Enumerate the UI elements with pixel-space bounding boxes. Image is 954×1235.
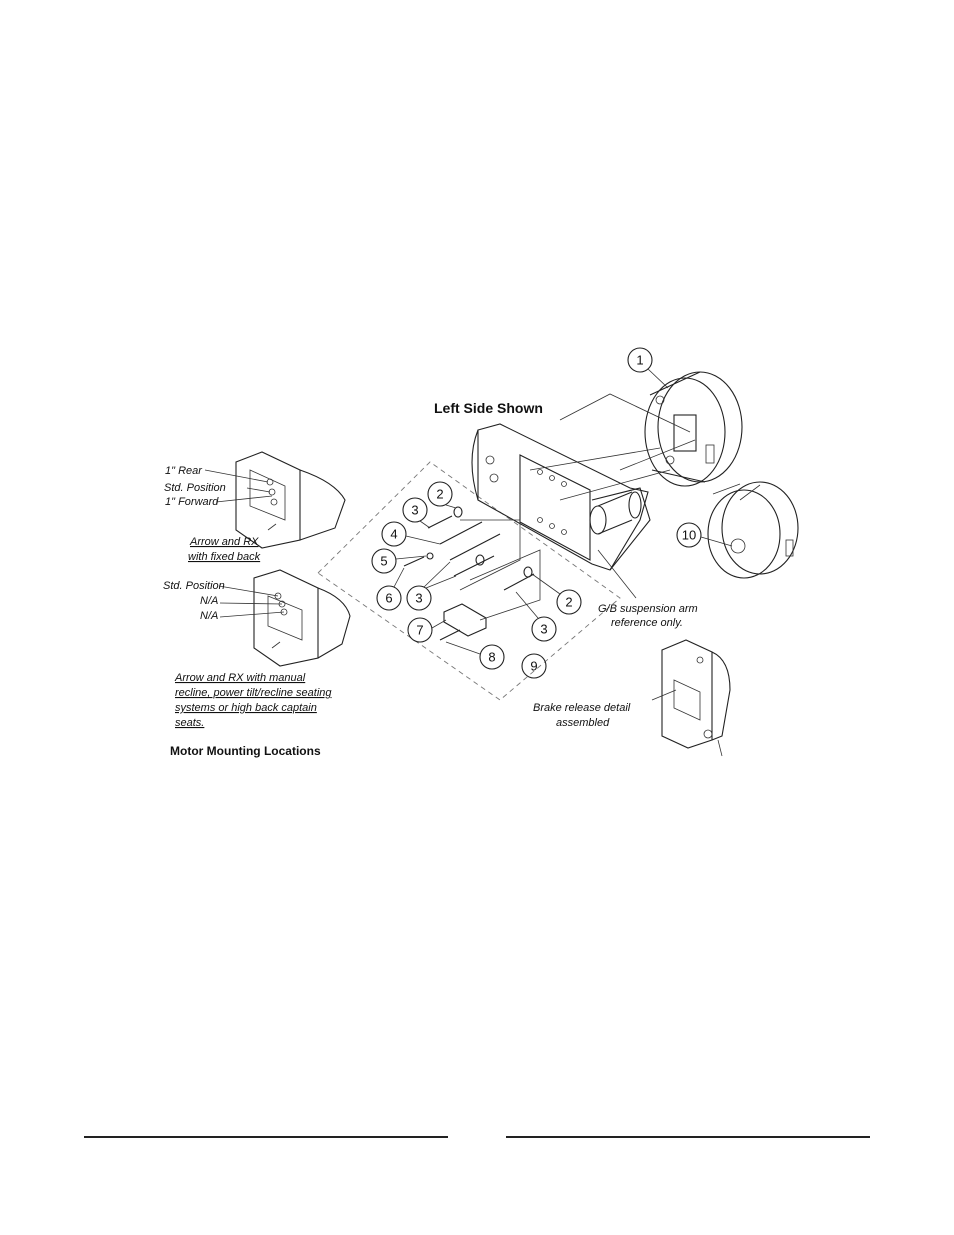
brake-note-2: assembled <box>556 717 610 729</box>
callout-10-label: 10 <box>682 528 696 543</box>
brake-note-1: Brake release detail <box>533 702 631 714</box>
recline-pos-3: N/A <box>200 610 218 622</box>
callout-10: 10 <box>676 522 733 548</box>
recline-caption-2: recline, power tilt/recline seating <box>175 687 332 699</box>
callout-2a-label: 2 <box>436 487 443 502</box>
callout-4: 4 <box>381 521 441 547</box>
fixed-back-caption-1: Arrow and RX <box>189 536 259 548</box>
footer-rule-left <box>84 1136 448 1138</box>
fixed-back-pos-2: Std. Position <box>164 482 226 494</box>
callouts: 1 2 3 4 5 6 3 <box>371 347 733 679</box>
callout-1: 1 <box>627 347 669 389</box>
recline-caption-1: Arrow and RX with manual <box>174 672 306 684</box>
brake-assembly <box>707 481 799 579</box>
motor-assembly <box>644 371 743 487</box>
callout-9: 9 <box>521 653 547 679</box>
callout-3b: 3 <box>406 561 457 611</box>
suspension-note-1: G/B suspension arm <box>598 603 698 615</box>
callout-2a: 2 <box>427 481 457 509</box>
mounting-title: Motor Mounting Locations <box>170 744 321 758</box>
callout-5-label: 5 <box>380 554 387 569</box>
callout-1-label: 1 <box>636 353 643 368</box>
fixed-back-pos-1: 1" Rear <box>165 465 203 477</box>
callout-6: 6 <box>376 567 405 611</box>
recline-caption-4: seats. <box>175 717 204 729</box>
recline-pos-1: Std. Position <box>163 580 225 592</box>
recline-pos-2: N/A <box>200 595 218 607</box>
callout-3c: 3 <box>515 591 557 642</box>
callout-2b-label: 2 <box>565 595 572 610</box>
callout-3a-label: 3 <box>411 503 418 518</box>
brake-release-detail <box>651 639 731 757</box>
diagram-title: Left Side Shown <box>434 400 543 416</box>
callout-2b: 2 <box>531 573 582 615</box>
hardware <box>403 506 541 641</box>
callout-9-label: 9 <box>530 659 537 674</box>
recline-caption-3: systems or high back captain <box>175 702 317 714</box>
callout-5: 5 <box>371 548 427 574</box>
callout-7: 7 <box>407 617 447 643</box>
kit-boundary <box>317 461 621 701</box>
callout-4-label: 4 <box>390 527 397 542</box>
callout-8-label: 8 <box>488 650 495 665</box>
fixed-back-pos-3: 1" Forward <box>165 496 219 508</box>
callout-7-label: 7 <box>416 623 423 638</box>
callout-6-label: 6 <box>385 591 392 606</box>
manual-recline-detail: Std. Position N/A N/A Arrow and RX with … <box>163 569 351 729</box>
callout-3b-label: 3 <box>415 591 422 606</box>
fixed-back-detail: 1" Rear Std. Position 1" Forward Arrow a… <box>164 451 346 563</box>
callout-3a: 3 <box>402 497 431 529</box>
callout-8: 8 <box>445 641 505 670</box>
footer-rule-right <box>506 1136 870 1138</box>
suspension-arm <box>471 393 696 599</box>
fixed-back-caption-2: with fixed back <box>188 551 261 563</box>
suspension-note-2: reference only. <box>611 617 683 629</box>
callout-3c-label: 3 <box>540 622 547 637</box>
